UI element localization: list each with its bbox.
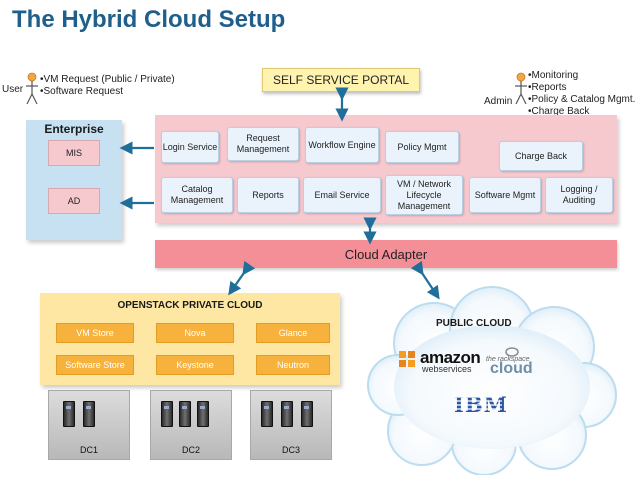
server-icon	[281, 401, 293, 427]
vm-network-lifecycle-box: VM / Network Lifecycle Management	[385, 175, 463, 215]
request-management-box: Request Management	[227, 127, 299, 161]
datacenter-label: DC1	[79, 445, 98, 455]
workflow-engine-box: Workflow Engine	[305, 127, 379, 163]
vm-store-box: VM Store	[56, 323, 134, 343]
amazon-web-services-logo: amazon webservices	[398, 348, 481, 376]
user-request-item: VM Request (Public / Private)	[40, 74, 175, 86]
admin-task-item: Charge Back	[528, 106, 635, 118]
keystone-box: Keystone	[156, 355, 234, 375]
adapter-public-arrow	[410, 260, 440, 300]
mis-box: MIS	[48, 140, 100, 166]
services-panel: Login Service Request Management Workflo…	[155, 115, 617, 223]
rackspace-ring-icon	[505, 347, 519, 357]
user-requests-list: VM Request (Public / Private) Software R…	[40, 74, 175, 98]
admin-icon	[515, 72, 527, 105]
server-icon	[161, 401, 173, 427]
server-icon	[197, 401, 209, 427]
reports-box: Reports	[237, 177, 299, 213]
neutron-box: Neutron	[256, 355, 330, 375]
nova-box: Nova	[156, 323, 234, 343]
policy-mgmt-box: Policy Mgmt	[385, 131, 459, 163]
diagram-title: The Hybrid Cloud Setup	[12, 6, 286, 33]
admin-task-item: Monitoring	[528, 70, 635, 82]
software-mgmt-box: Software Mgmt	[469, 177, 541, 213]
glance-box: Glance	[256, 323, 330, 343]
openstack-panel: OPENSTACK PRIVATE CLOUD VM Store Nova Gl…	[40, 293, 340, 385]
public-cloud-title: PUBLIC CLOUD	[436, 318, 512, 329]
server-icon	[261, 401, 273, 427]
logging-auditing-box: Logging / Auditing	[545, 177, 613, 213]
ad-box: AD	[48, 188, 100, 214]
rackspace-cloud-logo: the rackspace cloud	[486, 346, 546, 378]
login-service-box: Login Service	[161, 131, 219, 163]
aws-cubes-icon	[399, 351, 415, 367]
admin-tasks-list: Monitoring Reports Policy & Catalog Mgmt…	[528, 70, 636, 118]
charge-back-box: Charge Back	[499, 141, 583, 171]
server-icon	[301, 401, 313, 427]
user-request-item: Software Request	[40, 86, 175, 98]
public-cloud-shape	[367, 286, 617, 475]
admin-task-item: Policy & Catalog Mgmt.	[528, 94, 636, 106]
admin-label: Admin	[484, 96, 513, 107]
server-icon	[179, 401, 191, 427]
enterprise-title: Enterprise	[44, 122, 104, 136]
catalog-management-box: Catalog Management	[161, 177, 233, 213]
enterprise-panel: Enterprise MIS AD	[26, 120, 122, 240]
datacenter-label: DC3	[281, 445, 300, 455]
adapter-openstack-arrow	[228, 260, 256, 296]
openstack-title: OPENSTACK PRIVATE CLOUD	[117, 300, 263, 311]
server-icon	[63, 401, 75, 427]
user-label: User	[2, 84, 24, 95]
datacenter-dc1: DC1	[48, 390, 130, 460]
datacenter-dc2: DC2	[150, 390, 232, 460]
admin-task-item: Reports	[528, 82, 635, 94]
email-service-box: Email Service	[303, 177, 381, 213]
user-icon	[26, 72, 38, 105]
software-store-box: Software Store	[56, 355, 134, 375]
datacenter-label: DC2	[181, 445, 200, 455]
server-icon	[83, 401, 95, 427]
datacenter-dc3: DC3	[250, 390, 332, 460]
ibm-logo: IBM	[454, 392, 507, 417]
